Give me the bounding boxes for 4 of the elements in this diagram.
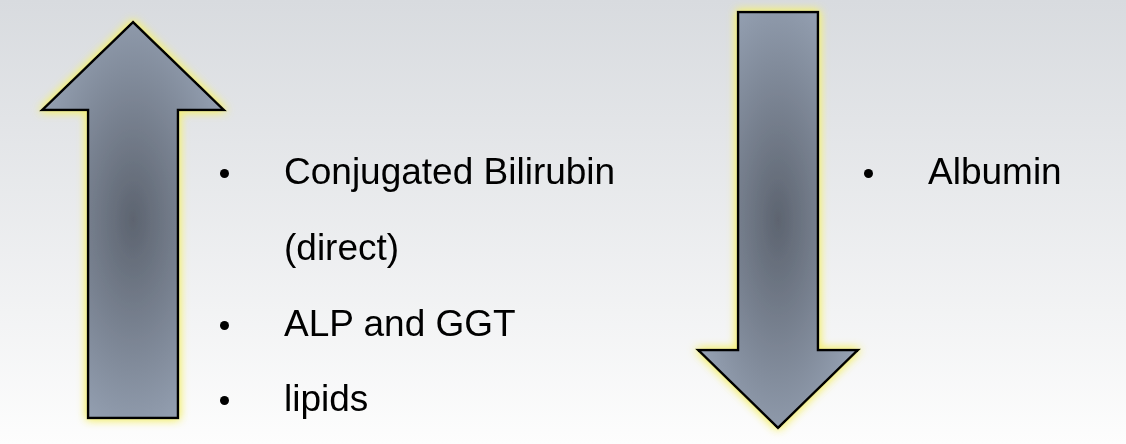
bullet-text: ALP and GGT: [284, 302, 517, 346]
bullet-text: Albumin: [928, 150, 1063, 194]
bullet-text: lipids: [284, 377, 370, 421]
bullet-text: Conjugated Bilirubin (direct): [284, 150, 617, 270]
